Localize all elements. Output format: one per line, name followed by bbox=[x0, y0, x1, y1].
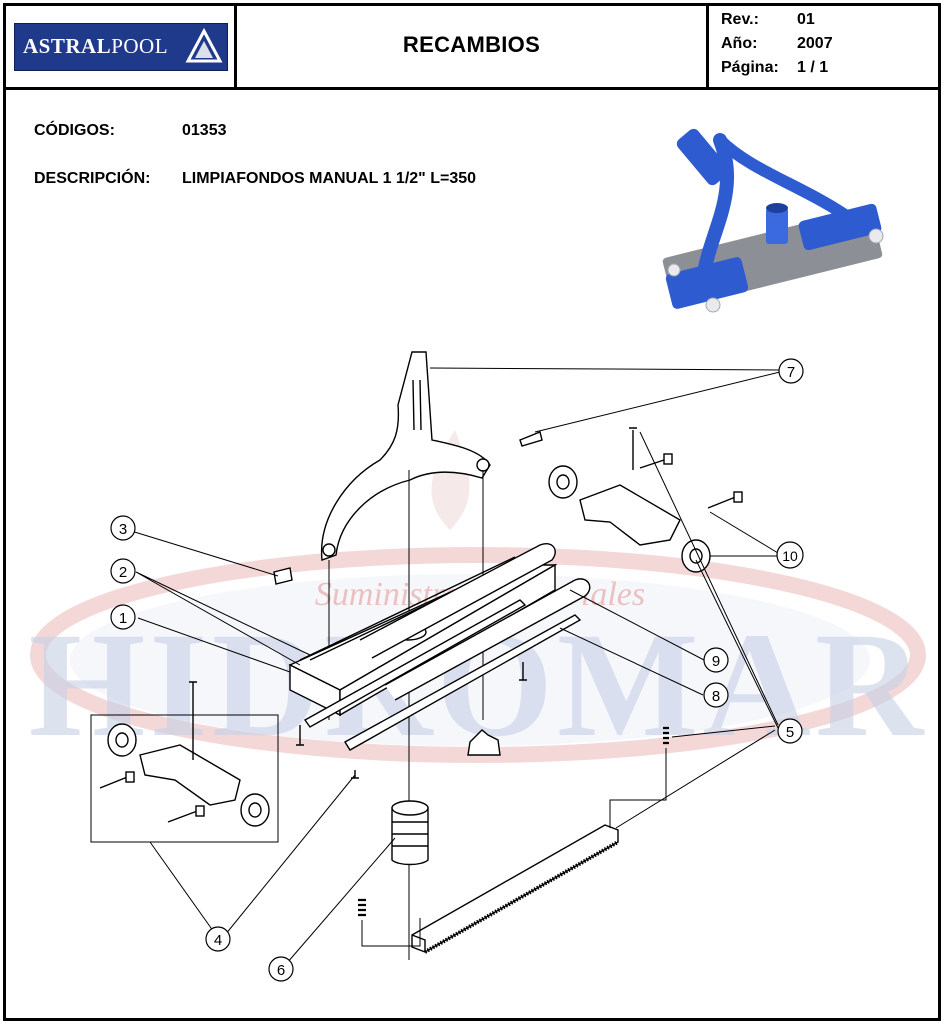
callout-9: 9 bbox=[703, 647, 729, 673]
callout-1: 1 bbox=[110, 604, 136, 630]
svg-text:7: 7 bbox=[787, 364, 795, 381]
callouts: 1 2 3 4 5 6 7 8 9 10 bbox=[110, 358, 804, 982]
svg-text:8: 8 bbox=[712, 688, 720, 705]
page-title: RECAMBIOS bbox=[237, 3, 709, 87]
meta-rev: Rev.: 01 bbox=[721, 11, 815, 29]
svg-text:5: 5 bbox=[786, 724, 794, 741]
callout-7: 7 bbox=[778, 358, 804, 384]
codes-label: CÓDIGOS: bbox=[34, 122, 115, 139]
svg-text:6: 6 bbox=[277, 962, 285, 979]
description-label: DESCRIPCIÓN: bbox=[34, 170, 151, 187]
meta-rev-value: 01 bbox=[797, 11, 815, 28]
meta-page-label: Página: bbox=[721, 59, 779, 76]
product-photo bbox=[662, 128, 884, 313]
parts-drawing bbox=[90, 351, 743, 960]
svg-text:10: 10 bbox=[782, 548, 798, 564]
logo-cell: ASTRALPOOL bbox=[3, 3, 237, 87]
logo-text-part2: POOL bbox=[111, 34, 169, 58]
codes-value: 01353 bbox=[182, 122, 227, 139]
svg-text:2: 2 bbox=[119, 564, 127, 581]
meta-year: Año: 2007 bbox=[721, 35, 833, 53]
callout-2: 2 bbox=[110, 558, 136, 584]
astralpool-logo: ASTRALPOOL bbox=[14, 23, 228, 71]
header: ASTRALPOOL RECAMBIOS Rev.: 01 Año: 2007 Pá… bbox=[3, 3, 941, 90]
meta-page: Página: 1 / 1 bbox=[721, 59, 828, 77]
meta-page-value: 1 / 1 bbox=[797, 59, 829, 76]
handle-part bbox=[320, 351, 491, 561]
callout-5: 5 bbox=[777, 718, 803, 744]
callout-3: 3 bbox=[110, 515, 136, 541]
triangle-logo-icon bbox=[185, 27, 223, 63]
callout-6: 6 bbox=[268, 956, 294, 982]
meta-year-value: 2007 bbox=[797, 35, 833, 52]
leader-lines bbox=[127, 367, 781, 964]
meta-year-label: Año: bbox=[721, 35, 758, 52]
svg-text:1: 1 bbox=[119, 610, 127, 627]
revision-block: Rev.: 01 Año: 2007 Página: 1 / 1 bbox=[709, 3, 935, 87]
meta-rev-label: Rev.: bbox=[721, 11, 759, 28]
callout-10: 10 bbox=[776, 541, 804, 569]
callout-8: 8 bbox=[703, 682, 729, 708]
svg-text:9: 9 bbox=[712, 653, 720, 670]
logo-text-part1: ASTRAL bbox=[23, 34, 112, 58]
page-frame bbox=[3, 3, 941, 1021]
logo-text: ASTRALPOOL bbox=[23, 34, 168, 59]
svg-text:4: 4 bbox=[214, 932, 222, 949]
callout-4: 4 bbox=[205, 926, 231, 952]
svg-text:3: 3 bbox=[119, 521, 127, 538]
description-value: LIMPIAFONDOS MANUAL 1 1/2" L=350 bbox=[182, 170, 477, 187]
